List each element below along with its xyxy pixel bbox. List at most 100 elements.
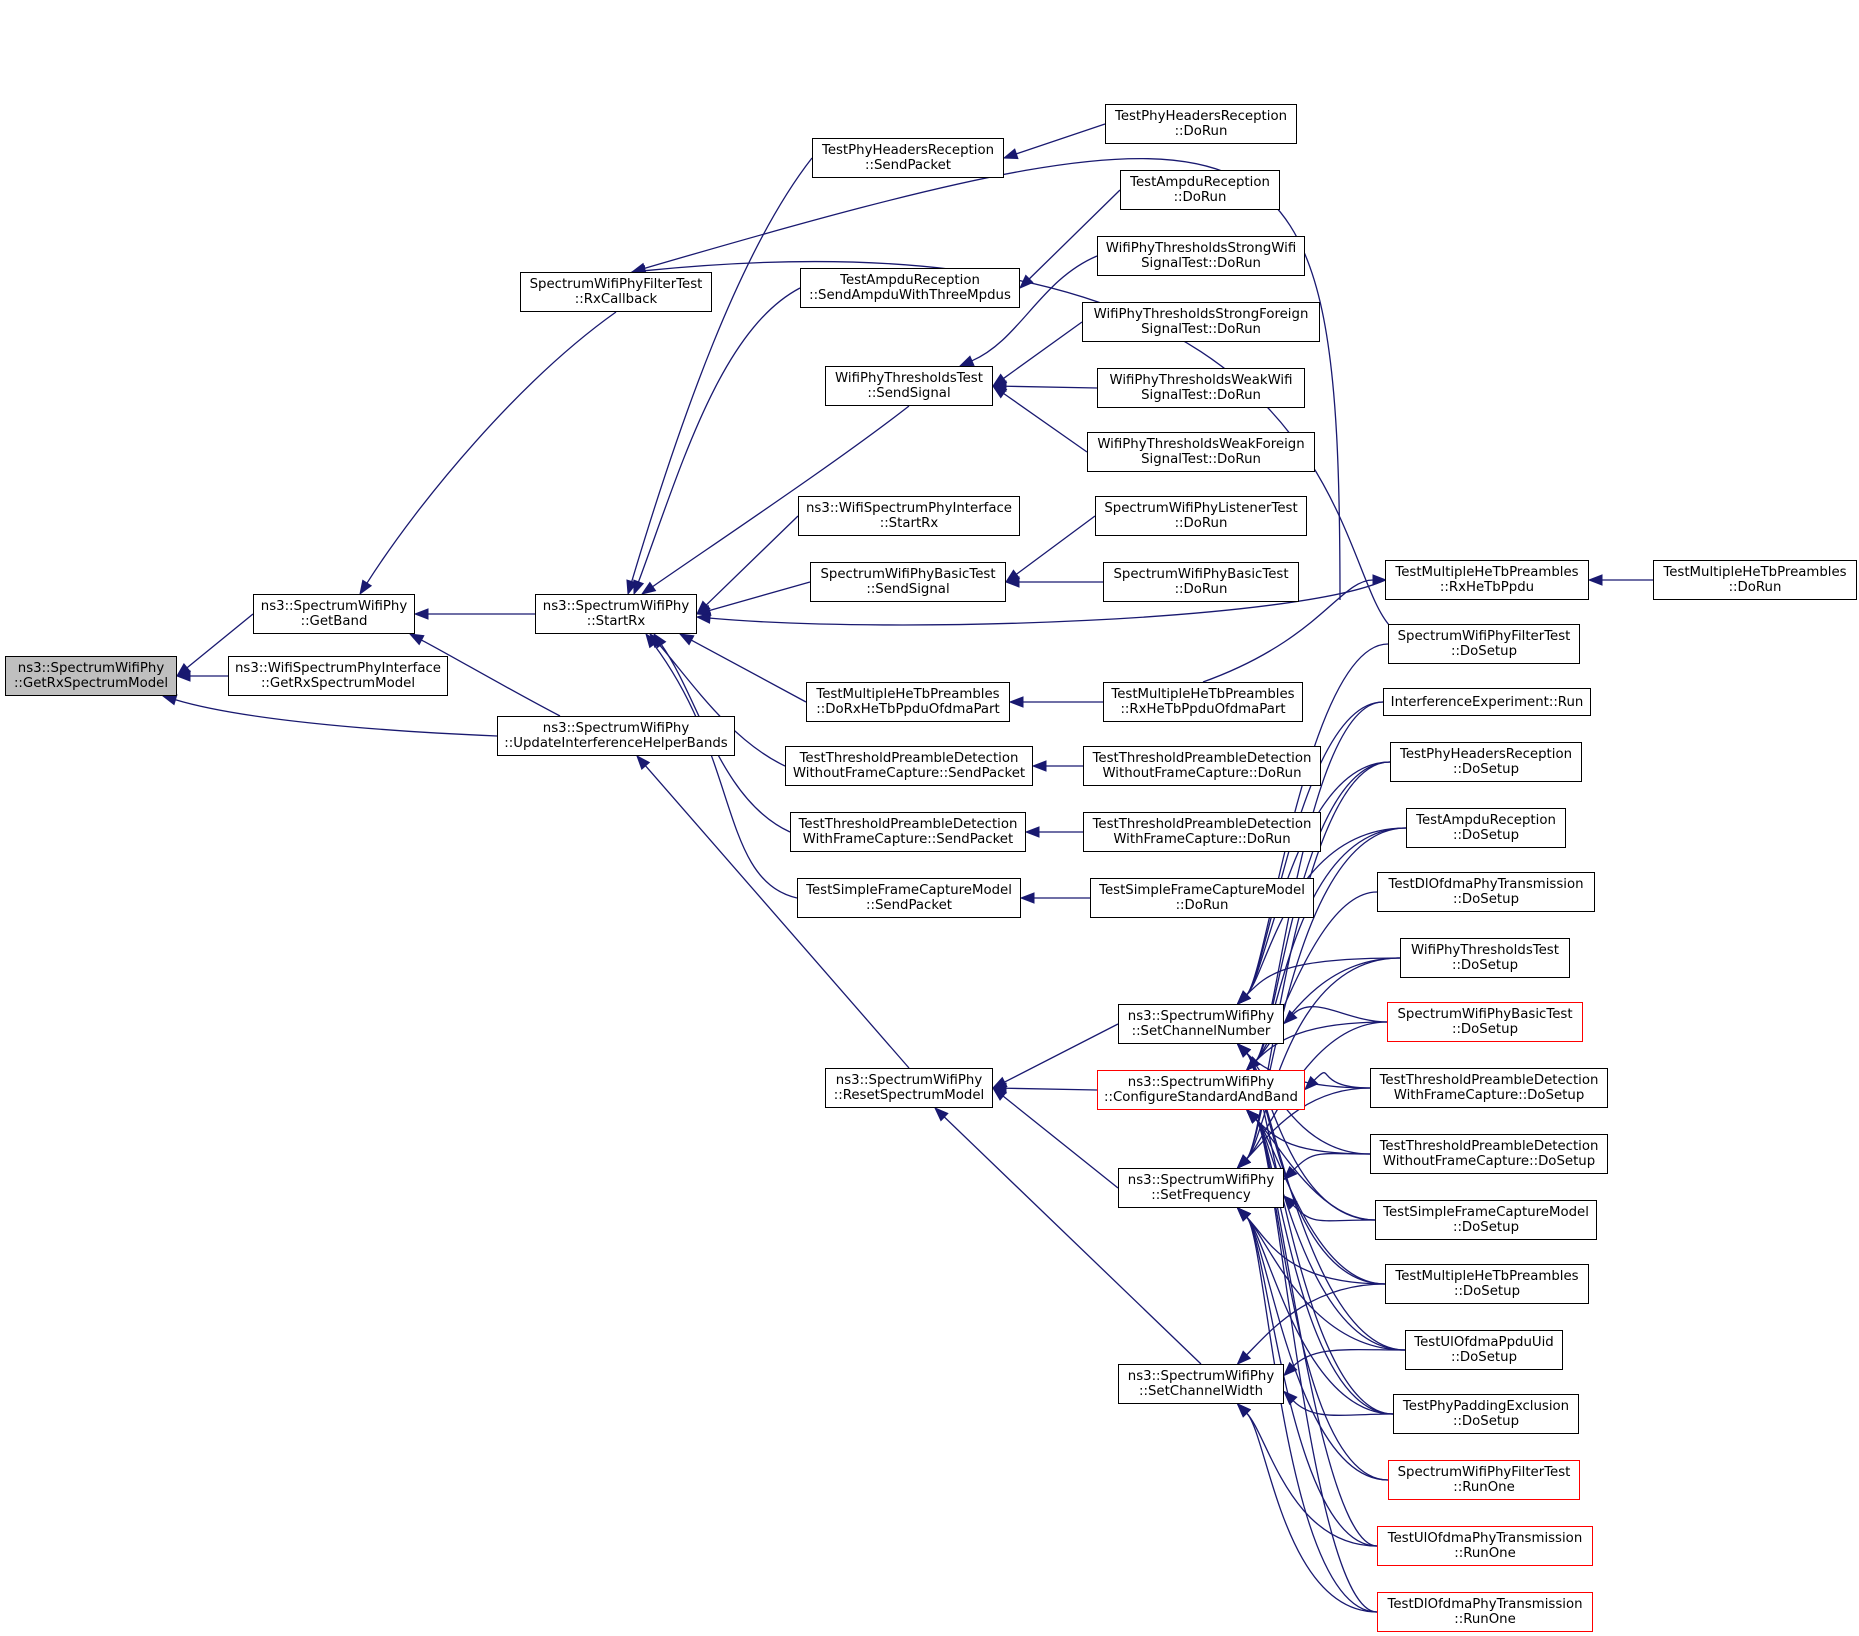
edge-arrow-mhtbsetup-setchw [1236,1350,1252,1365]
node-setchnum[interactable]: ns3::SpectrumWifiPhy::SetChannelNumber [1118,1004,1284,1044]
edge-configstd-resetsm [1005,1087,1098,1091]
node-dlofdmasetup[interactable]: TestDlOfdmaPhyTransmission::DoSetup [1377,872,1595,912]
node-label: TestThresholdPreambleDetection [1092,817,1312,832]
node-filtercb[interactable]: SpectrumWifiPhyFilterTest::RxCallback [520,272,712,312]
node-setfreq[interactable]: ns3::SpectrumWifiPhy::SetFrequency [1118,1168,1284,1208]
node-mhtbsetup[interactable]: TestMultipleHeTbPreambles::DoSetup [1385,1264,1589,1304]
node-label: WifiPhyThresholdsWeakWifi [1109,373,1293,388]
node-label: ::RunOne [1454,1612,1516,1627]
edge-doRxHeTb-startrx [691,639,807,703]
node-ampdurun[interactable]: TestAmpduReception::DoRun [1120,170,1280,210]
node-hdrsend[interactable]: TestPhyHeadersReception::SendPacket [812,138,1004,178]
node-label: ::RxCallback [574,292,658,307]
node-label: SpectrumWifiPhyBasicTest [820,567,996,582]
edge-paddingsetup-setfreq [1246,1216,1394,1415]
node-rxHeTbPpdu[interactable]: TestMultipleHeTbPreambles::RxHeTbPpdu [1385,560,1589,600]
node-label: ::DoSetup [1450,1350,1518,1365]
node-filtersetup[interactable]: SpectrumWifiPhyFilterTest::DoSetup [1388,624,1580,664]
edge-arrow-dlofdmarun-setfreq [1236,1207,1252,1222]
node-label: WifiPhyThresholdsStrongForeign [1093,307,1309,322]
node-thrsetup[interactable]: WifiPhyThresholdsTest::DoSetup [1400,938,1570,978]
node-label: ns3::SpectrumWifiPhy [1127,1075,1275,1090]
node-sfcsetup[interactable]: TestSimpleFrameCaptureModel::DoSetup [1375,1200,1597,1240]
edge-arrow-ifgetrx-root [175,670,191,682]
edge-thrsetup-setfreq [1246,957,1401,1160]
node-label: WifiPhyThresholdsTest [835,371,983,386]
edge-paddingsetup-setchw [1292,1400,1394,1416]
node-label: TestThresholdPreambleDetection [1092,751,1312,766]
node-label: SpectrumWifiPhyFilterTest [1397,1465,1571,1480]
node-ulppdusetup[interactable]: TestUlOfdmaPpduUid::DoSetup [1405,1330,1563,1370]
node-ifgetrx[interactable]: ns3::WifiSpectrumPhyInterface::GetRxSpec… [228,656,448,696]
node-filterrunone[interactable]: SpectrumWifiPhyFilterTest::RunOne [1388,1460,1580,1500]
node-label: ::SetFrequency [1151,1188,1251,1203]
node-basicsetup[interactable]: SpectrumWifiPhyBasicTest::DoSetup [1387,1002,1583,1042]
node-interfrun[interactable]: InterferenceExperiment::Run [1383,688,1591,716]
node-listenerrun[interactable]: SpectrumWifiPhyListenerTest::DoRun [1095,496,1307,536]
edge-arrow-thrsetup-setchnum [1236,990,1252,1005]
node-label: SpectrumWifiPhyFilterTest [529,277,703,292]
node-sfcrun[interactable]: TestSimpleFrameCaptureModel::DoRun [1090,878,1314,918]
edge-setchw-resetsm [943,1116,1202,1365]
node-doRxHeTb[interactable]: TestMultipleHeTbPreambles::DoRxHeTbPpduO… [806,682,1010,722]
node-configstd[interactable]: ns3::SpectrumWifiPhy::ConfigureStandardA… [1097,1070,1305,1110]
node-ampdusend[interactable]: TestAmpduReception::SendAmpduWithThreeMp… [800,268,1020,308]
node-label: ::RxHeTbPpduOfdmaPart [1120,702,1286,717]
node-label: ::ResetSpectrumModel [833,1088,985,1103]
node-paddingsetup[interactable]: TestPhyPaddingExclusion::DoSetup [1393,1394,1579,1434]
edge-arrow-sfcrun-sfcsend [1019,892,1035,904]
node-rxHeTbOfdma[interactable]: TestMultipleHeTbPreambles::RxHeTbPpduOfd… [1103,682,1303,722]
edge-sfcsend-startrx [653,644,798,899]
node-sfcsend[interactable]: TestSimpleFrameCaptureModel::SendPacket [797,878,1021,918]
edge-basicsetup-setchnum [1292,1006,1388,1023]
node-label: TestThresholdPreambleDetection [798,817,1018,832]
node-basicsend[interactable]: SpectrumWifiPhyBasicTest::SendSignal [810,562,1006,602]
edge-rxHeTbPpdu-startrx [709,579,1386,626]
node-startrx[interactable]: ns3::SpectrumWifiPhy::StartRx [535,594,697,634]
edge-ulofdmarun-setchw [1246,1412,1378,1547]
edge-arrow-sfcsetup-setfreq [1283,1195,1298,1210]
node-label: ::DoSetup [1452,828,1520,843]
node-label: ns3::WifiSpectrumPhyInterface [806,501,1012,516]
edge-thrsend-startrx [652,405,910,588]
node-label: ::StartRx [586,614,646,629]
node-hdrsetup[interactable]: TestPhyHeadersReception::DoSetup [1390,742,1582,782]
node-label: TestAmpduReception [840,273,980,288]
node-setchw[interactable]: ns3::SpectrumWifiPhy::SetChannelWidth [1118,1364,1284,1404]
node-label: ::RunOne [1454,1546,1516,1561]
edge-weakforeign-thrsend [1003,392,1088,453]
node-mhtbrun[interactable]: TestMultipleHeTbPreambles::DoRun [1653,560,1857,600]
node-updbands[interactable]: ns3::SpectrumWifiPhy::UpdateInterference… [497,716,735,756]
edge-arrow-thrsend-startrx [640,581,657,595]
edge-arrow-ampdusend-startrx [633,579,645,596]
node-label: SpectrumWifiPhyBasicTest [1397,1007,1573,1022]
edge-strongforeign-thrsend [1003,321,1083,379]
node-dlofdmarun[interactable]: TestDlOfdmaPhyTransmission::RunOne [1377,1592,1593,1632]
node-ampdusetup[interactable]: TestAmpduReception::DoSetup [1406,808,1566,848]
edge-arrow-setfreq-resetsm [991,1087,1008,1101]
node-resetsm[interactable]: ns3::SpectrumWifiPhy::ResetSpectrumModel [825,1068,993,1108]
node-hdrrun[interactable]: TestPhyHeadersReception::DoRun [1105,104,1297,144]
node-ulofdmarun[interactable]: TestUlOfdmaPhyTransmission::RunOne [1377,1526,1593,1566]
node-label: ::ConfigureStandardAndBand [1104,1090,1298,1105]
node-basicrun[interactable]: SpectrumWifiPhyBasicTest::DoRun [1103,562,1299,602]
node-label: ::DoSetup [1451,1022,1519,1037]
node-label: ::SendSignal [866,582,950,597]
node-label: TestSimpleFrameCaptureModel [1383,1205,1589,1220]
node-label: ns3::WifiSpectrumPhyInterface [235,661,441,676]
node-getband[interactable]: ns3::SpectrumWifiPhy::GetBand [253,594,415,634]
node-thrsend[interactable]: WifiPhyThresholdsTest::SendSignal [825,366,993,406]
edge-filterrunone-setfreq [1246,1216,1389,1481]
node-label: ::DoRun [1728,580,1782,595]
node-ifstartrx[interactable]: ns3::WifiSpectrumPhyInterface::StartRx [798,496,1020,536]
